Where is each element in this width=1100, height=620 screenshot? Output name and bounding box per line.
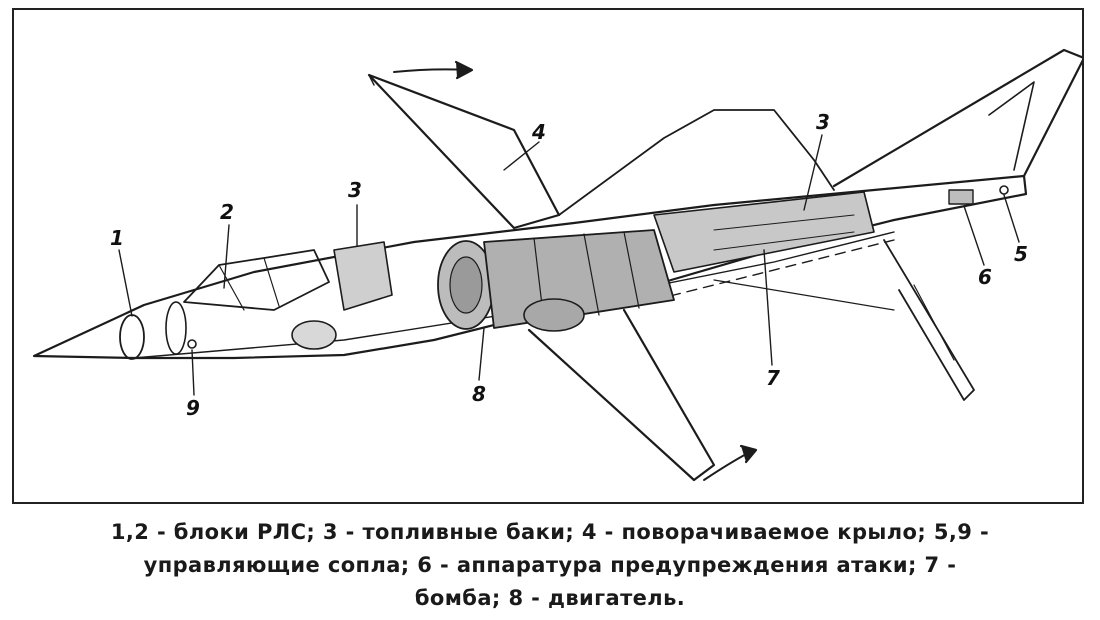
callout-3-rear: 3 [816,110,830,134]
bomb-bay-dashed [653,239,895,301]
vertical-fin [832,48,1082,188]
callout-1: 1 [110,226,124,250]
forward-nozzle [291,320,337,350]
callout-3-front: 3 [348,178,362,202]
tail-nozzle [999,185,1009,195]
fuselage-outline [32,174,1028,360]
warning-equipment-box [948,189,974,205]
horizontal-stabilizer [883,239,975,401]
diagram-frame: 1 2 3 4 3 5 6 7 8 9 [12,8,1084,504]
callout-4: 4 [532,120,546,144]
nose-radar-ring [119,314,145,360]
caption-line-3: бомба; 8 - двигатель. [414,586,686,610]
nose-nozzle [187,339,197,349]
wing-upper [367,73,561,230]
diagram-caption: 1,2 - блоки РЛС; 3 - топливные баки; 4 -… [14,516,1086,615]
callout-9: 9 [186,396,200,420]
caption-line-2: управляющие сопла; 6 - аппаратура предуп… [143,553,957,577]
fuel-tank-front [333,241,393,311]
wing-lower [527,308,716,482]
callout-2: 2 [220,200,234,224]
fuel-tank-rear [653,191,875,273]
callout-7: 7 [766,366,780,390]
cockpit-canopy [183,249,330,311]
callout-5: 5 [1014,242,1028,266]
caption-line-1: 1,2 - блоки РЛС; 3 - топливные баки; 4 -… [110,520,990,544]
callout-8: 8 [472,382,486,406]
callout-6: 6 [978,265,992,289]
aircraft-cutaway-drawing [32,48,1082,482]
